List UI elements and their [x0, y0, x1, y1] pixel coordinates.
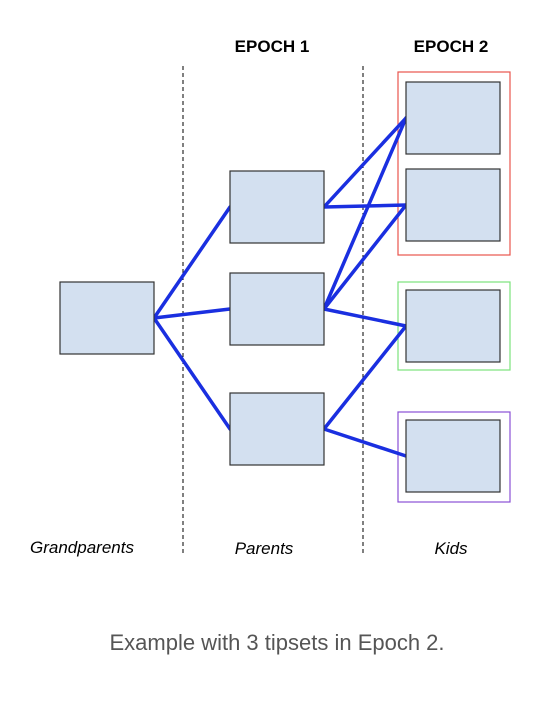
link-parent-2-to-kid-2: [322, 203, 408, 311]
link-grandparent-to-parent-3: [152, 316, 232, 431]
link-parent-1-to-kid-1: [322, 116, 408, 209]
figure-caption: Example with 3 tipsets in Epoch 2.: [109, 630, 445, 655]
parents-label: Parents: [235, 539, 294, 558]
tipset-frame-1: [397, 71, 511, 256]
link-parent-1-to-kid-2: [322, 203, 408, 209]
tipset-frame-3: [397, 411, 511, 503]
epoch-1-heading: EPOCH 1: [235, 37, 310, 56]
block-parent-2: [229, 272, 325, 346]
block-kid-4: [405, 419, 501, 493]
block-kid-2: [405, 168, 501, 242]
link-parent-3-to-kid-3: [322, 324, 408, 431]
link-group: [152, 116, 408, 458]
block-parent-1: [229, 170, 325, 244]
grandparents-label: Grandparents: [30, 538, 134, 557]
link-parent-2-to-kid-3: [322, 307, 408, 328]
block-group: [59, 81, 501, 493]
block-parent-3: [229, 392, 325, 466]
epoch-2-heading: EPOCH 2: [414, 37, 489, 56]
link-grandparent-to-parent-2: [152, 307, 232, 320]
block-kid-1: [405, 81, 501, 155]
link-parent-2-to-kid-1: [322, 116, 408, 311]
link-grandparent-to-parent-1: [152, 205, 232, 320]
block-kid-3: [405, 289, 501, 363]
kids-label: Kids: [434, 539, 468, 558]
link-parent-3-to-kid-4: [322, 427, 408, 458]
block-grandparent: [59, 281, 155, 355]
